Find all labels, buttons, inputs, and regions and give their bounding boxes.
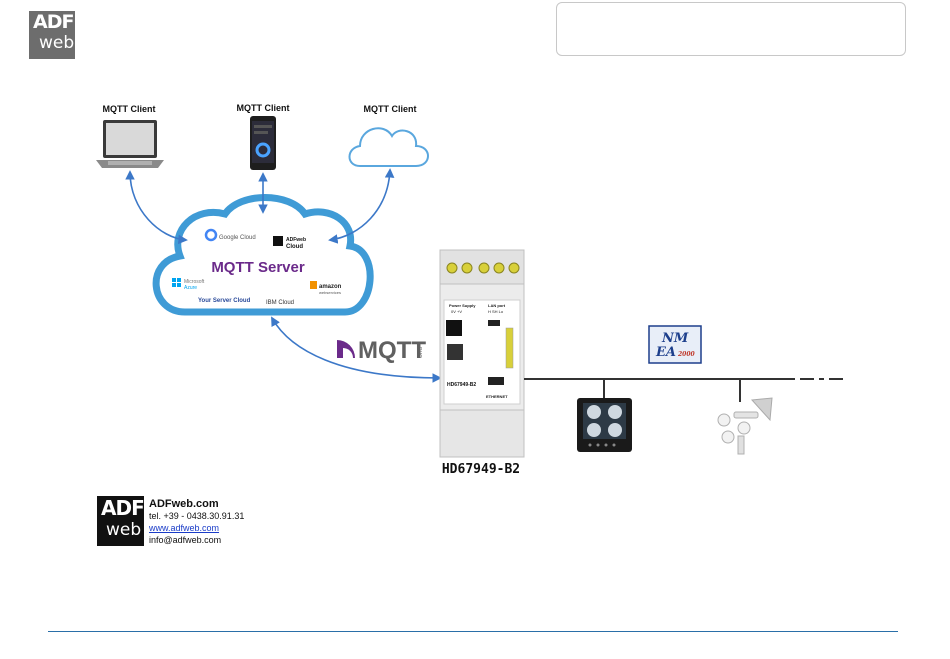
- google-cloud-text: Google Cloud: [219, 235, 256, 241]
- logo-text-adf: ADF: [33, 11, 74, 33]
- mqtt-org-logo: MQTT ORG: [337, 337, 426, 364]
- lan-connector: [488, 320, 500, 326]
- client-cloud-icon: [348, 127, 429, 167]
- marine-display-icon: [577, 398, 632, 452]
- arrow-server-device: [271, 316, 442, 383]
- power-pins-label: 0V +V: [451, 309, 462, 314]
- company-name: ADFweb.com: [149, 498, 219, 510]
- nmea-text2: EA: [655, 345, 676, 360]
- nmea-year: 2000: [677, 351, 696, 358]
- amazon-logo: amazon webservices: [310, 281, 342, 295]
- company-logo-text-adf: ADF: [101, 496, 145, 520]
- laptop-icon: [96, 120, 164, 168]
- adfweb-cloud-text1: ADFweb: [286, 237, 306, 243]
- company-logo: ADF web: [97, 496, 145, 546]
- arrow-laptop-server: [125, 170, 188, 245]
- terminal-screw: [446, 262, 458, 274]
- adfweb-logo: ADF web: [29, 11, 75, 59]
- arrow-cloud-server: [328, 168, 395, 244]
- company-contact-text: ADFweb.com tel. +39 - 0438.30.91.31 www.…: [149, 498, 244, 546]
- mqtt-client-label-cloud: MQTT Client: [364, 104, 417, 114]
- ethernet-connector: [488, 377, 504, 385]
- company-website-link[interactable]: www.adfweb.com: [149, 523, 220, 533]
- adfweb-cloud-text2: Cloud: [286, 244, 303, 250]
- header-box: [556, 2, 906, 56]
- mqtt-client-label-phone: MQTT Client: [237, 103, 290, 113]
- mqtt-client-label-laptop: MQTT Client: [103, 104, 156, 114]
- qr-code-icon: [447, 344, 463, 360]
- nmea-2000-logo: NM EA 2000: [648, 325, 702, 364]
- logo-text-web: web: [39, 33, 75, 53]
- adfweb-cloud-logo: ADFweb Cloud: [273, 236, 306, 250]
- device-model-title: HD67949-B2: [442, 462, 520, 477]
- footer-divider: [48, 631, 898, 632]
- smartphone-icon: [250, 116, 276, 170]
- your-server-cloud-text: Your Server Cloud: [198, 298, 251, 304]
- mqtt-logo-text: MQTT: [358, 337, 426, 364]
- wind-sensor-icon: [717, 397, 773, 455]
- lan-port-label: LAN port: [488, 303, 506, 308]
- amazon-text1: amazon: [319, 284, 342, 290]
- mqtt-server-title: MQTT Server: [211, 259, 305, 276]
- hd67949-device: Power Supply 0V +V LAN port H SH Lo HD67…: [439, 249, 525, 458]
- azure-text1: Microsoft: [184, 279, 205, 285]
- terminal-screw: [478, 262, 490, 274]
- azure-text2: Azure: [184, 285, 197, 291]
- terminal-screw: [508, 262, 520, 274]
- ibm-cloud-logo: IBM Cloud: [266, 300, 294, 306]
- company-contact-block: ADF web ADFweb.com tel. +39 - 0438.30.91…: [97, 496, 244, 546]
- ibm-cloud-text: IBM Cloud: [266, 300, 294, 306]
- amazon-text2: webservices: [319, 290, 341, 295]
- mqtt-logo-suffix: ORG: [418, 347, 424, 359]
- status-leds: [505, 327, 514, 369]
- company-phone: tel. +39 - 0438.30.91.31: [149, 511, 245, 521]
- nmea-text1: NM: [661, 331, 689, 346]
- google-cloud-logo: Google Cloud: [204, 228, 256, 242]
- lan-pins-label: H SH Lo: [488, 309, 504, 314]
- ethernet-label: ETHERNET: [486, 394, 508, 399]
- device-model-label: HD67949-B2: [447, 382, 476, 388]
- company-logo-text-web: web: [106, 520, 142, 540]
- azure-logo: Microsoft Azure: [172, 278, 205, 291]
- device-adfweb-mark: [446, 320, 462, 336]
- power-supply-label: Power Supply: [449, 303, 476, 308]
- terminal-screw: [461, 262, 473, 274]
- terminal-screw: [493, 262, 505, 274]
- company-email[interactable]: info@adfweb.com: [149, 535, 222, 545]
